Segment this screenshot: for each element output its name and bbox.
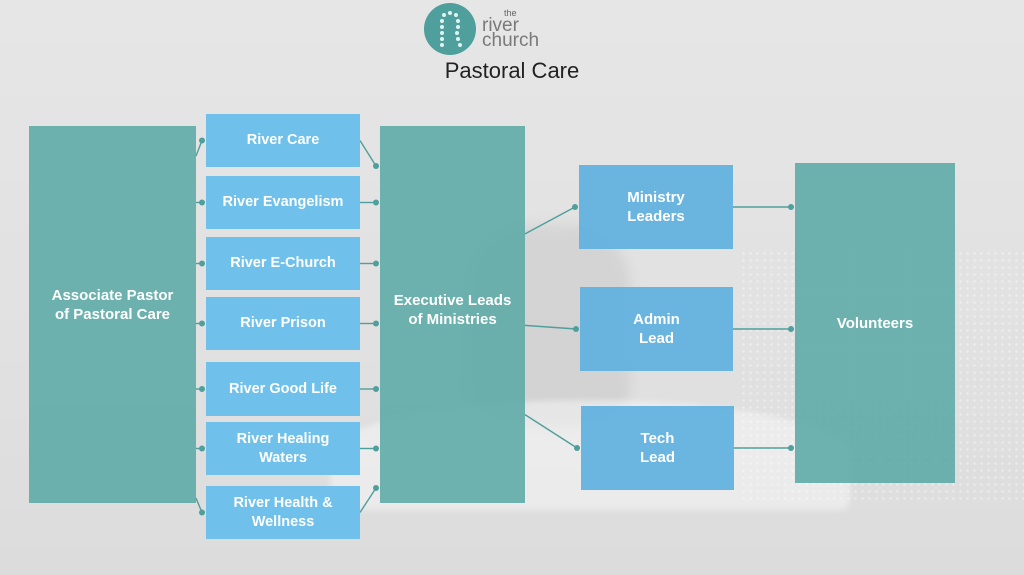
ministry-river-health-wellness: River Health & Wellness	[206, 486, 360, 539]
lead-label: Admin Lead	[633, 311, 680, 347]
lead-ministry-leaders: Ministry Leaders	[579, 165, 733, 249]
ministry-river-care: River Care	[206, 114, 360, 167]
connector-dot	[199, 386, 205, 392]
connector-dot	[199, 260, 205, 267]
connector-line	[524, 324, 577, 330]
church-logo: the river church	[424, 3, 554, 55]
logo-river: river	[482, 15, 519, 36]
ministry-label: River E-Church	[230, 255, 336, 271]
ministry-label: River Good Life	[229, 380, 337, 397]
connector-line	[359, 140, 377, 167]
lead-tech: Tech Lead	[581, 406, 734, 490]
ministry-river-e-church: River E-Church	[206, 237, 360, 290]
page-title: Pastoral Care	[444, 58, 580, 83]
connector-dot	[373, 445, 379, 452]
executive-leads-box: Executive Leads of Ministries	[380, 126, 525, 503]
connector-dot	[199, 137, 205, 144]
connector-dot	[373, 260, 379, 267]
ministry-river-prison: River Prison	[206, 297, 360, 350]
connector-dot	[573, 326, 579, 332]
connector-dot	[788, 204, 794, 210]
connector-dot	[199, 320, 205, 327]
connector-line	[195, 140, 203, 157]
river-r-dotted-icon	[424, 3, 476, 55]
lead-label: Ministry Leaders	[627, 189, 685, 225]
executive-leads-label: Executive Leads of Ministries	[393, 291, 512, 328]
ministry-label: River Health & Wellness	[233, 494, 333, 530]
logo-the: the	[504, 8, 517, 18]
connector-line	[524, 206, 576, 235]
associate-pastor-box: Associate Pastor of Pastoral Care	[29, 126, 196, 503]
logo-wordmark: the river church	[482, 8, 540, 51]
ministry-label: River Healing Waters	[236, 430, 330, 466]
connector-dot	[373, 320, 379, 327]
associate-pastor-label: Associate Pastor of Pastoral Care	[51, 286, 174, 323]
connector-dot	[373, 163, 379, 169]
connector-dot	[373, 386, 379, 392]
volunteers-box: Volunteers	[795, 163, 955, 483]
ministry-river-healing-waters: River Healing Waters	[206, 422, 360, 475]
lead-admin: Admin Lead	[580, 287, 733, 371]
connector-dot	[572, 204, 578, 210]
connector-dot	[199, 509, 205, 516]
connector-dot	[788, 445, 794, 451]
ministry-river-good-life: River Good Life	[206, 362, 360, 416]
volunteers-label: Volunteers	[836, 314, 914, 332]
connector-dot	[574, 445, 580, 451]
connector-dot	[788, 326, 794, 332]
connector-line	[524, 414, 578, 449]
ministry-river-evangelism: River Evangelism	[206, 176, 360, 229]
connector-dot	[373, 199, 379, 206]
logo-church: church	[482, 30, 540, 51]
ministry-label: River Prison	[240, 315, 326, 331]
connector-dot	[199, 199, 205, 206]
connector-dot	[373, 485, 379, 491]
connector-line	[359, 487, 377, 513]
lead-label: Tech Lead	[639, 430, 675, 466]
ministry-label: River Evangelism	[222, 194, 344, 210]
connector-line	[195, 497, 203, 513]
connector-dot	[199, 445, 205, 452]
ministry-label: River Care	[246, 132, 320, 148]
